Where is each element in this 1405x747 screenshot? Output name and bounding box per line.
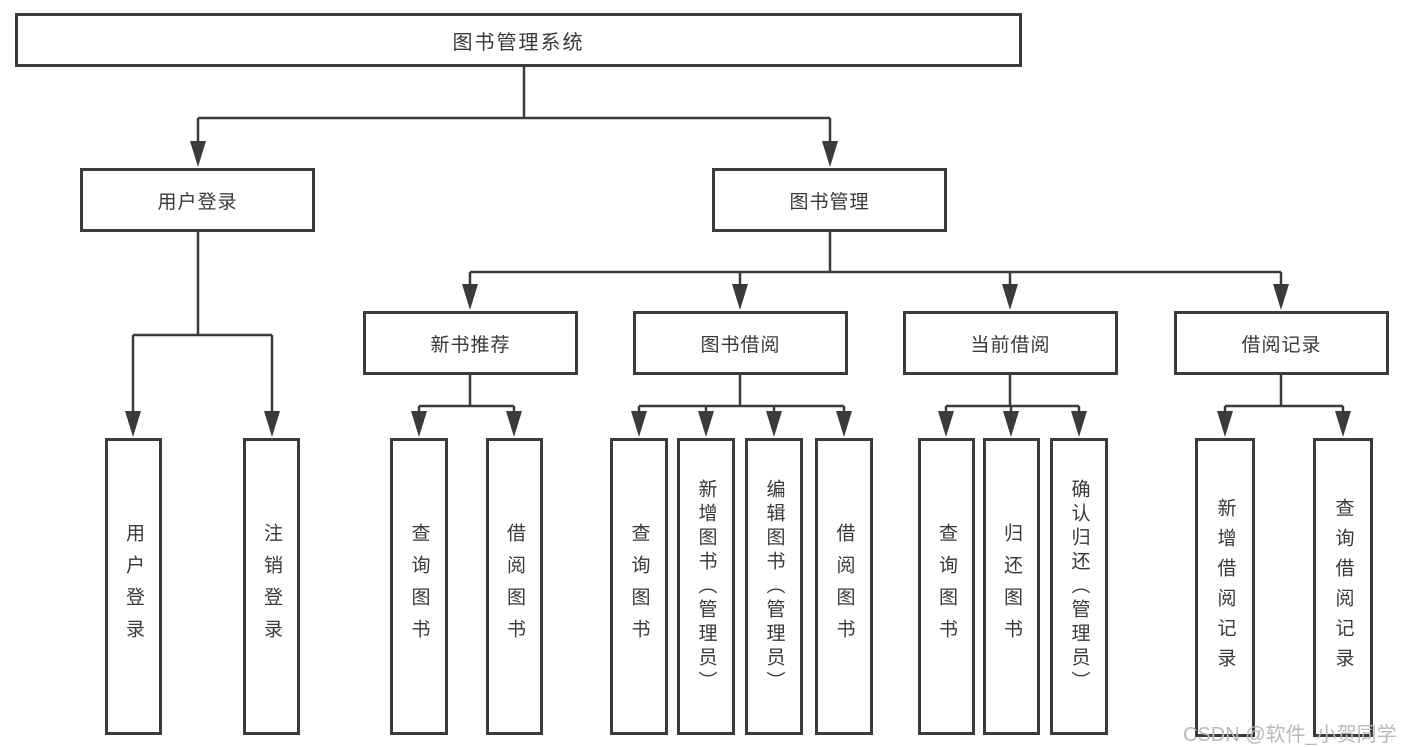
node-label: 图书借阅 [700, 334, 781, 356]
connector-user-login-to-leaves [131, 232, 274, 415]
node-user-login: 用户登录 [80, 168, 315, 232]
connector-borrowing-records-to-leaves [1223, 375, 1345, 415]
arrowhead-icon [766, 411, 782, 437]
leaf-logout: 注销登录 [243, 438, 300, 735]
leaf-label: 借阅图书 [833, 522, 855, 651]
arrowhead-icon [836, 411, 852, 437]
leaf-add-borrow-record: 新增借阅记录 [1195, 438, 1255, 737]
node-borrowing-records: 借阅记录 [1174, 311, 1389, 375]
node-label: 新书推荐 [430, 334, 511, 356]
connector-new-book-recommendation-to-leaves [417, 375, 516, 415]
leaf-add-books-admin: 新增图书（管理员） [677, 438, 735, 735]
arrowhead-icon [1071, 411, 1087, 437]
leaf-label: 确认归还（管理员） [1068, 478, 1090, 695]
leaf-user-login: 用户登录 [105, 438, 162, 735]
leaf-confirm-return-admin: 确认归还（管理员） [1050, 438, 1108, 735]
node-label: 当前借阅 [970, 334, 1051, 356]
leaf-label: 新增图书（管理员） [695, 478, 717, 695]
leaf-return-books: 归还图书 [983, 438, 1040, 735]
arrowhead-icon [1335, 411, 1351, 437]
leaf-label: 编辑图书（管理员） [763, 478, 785, 695]
node-new-book-recommendation: 新书推荐 [363, 311, 578, 375]
node-label: 用户登录 [157, 191, 238, 213]
leaf-borrow-books: 借阅图书 [815, 438, 873, 735]
watermark-text: CSDN @软件_小贺同学 [1183, 724, 1397, 746]
leaf-borrow-books-recommend: 借阅图书 [486, 438, 543, 735]
connector-book-management-to-level3 [468, 232, 1283, 288]
arrowhead-icon [190, 141, 206, 167]
leaf-label: 查询图书 [936, 522, 957, 651]
node-book-borrowing: 图书借阅 [633, 311, 848, 375]
leaf-label: 查询图书 [408, 522, 430, 651]
node-library-management-system: 图书管理系统 [15, 13, 1022, 67]
leaf-edit-books-admin: 编辑图书（管理员） [745, 438, 803, 735]
leaf-label: 借阅图书 [504, 522, 525, 651]
node-label: 图书管理系统 [452, 31, 585, 54]
leaf-query-books-current: 查询图书 [918, 438, 975, 735]
arrowhead-icon [1217, 411, 1233, 437]
arrowhead-icon [462, 284, 478, 310]
arrowhead-icon [631, 411, 647, 437]
arrowhead-icon [125, 411, 141, 437]
arrowhead-icon [1002, 284, 1018, 310]
arrowhead-icon [732, 284, 748, 310]
node-label: 图书管理 [789, 191, 870, 213]
connector-current-borrowing-to-leaves [944, 375, 1081, 415]
node-label: 借阅记录 [1241, 334, 1322, 356]
connector-root-to-level2 [196, 67, 832, 144]
leaf-label: 归还图书 [1001, 522, 1022, 651]
node-current-borrowing: 当前借阅 [903, 311, 1118, 375]
arrowhead-icon [264, 411, 280, 437]
arrowhead-icon [1273, 284, 1289, 310]
arrowhead-icon [411, 411, 427, 437]
leaf-query-borrow-record: 查询借阅记录 [1313, 438, 1373, 737]
arrowhead-icon [698, 411, 714, 437]
node-book-management: 图书管理 [712, 168, 947, 232]
leaf-label: 查询借阅记录 [1332, 497, 1354, 678]
leaf-label: 查询图书 [628, 522, 650, 651]
leaf-query-books-borrowing: 查询图书 [610, 438, 668, 735]
arrowhead-icon [1003, 411, 1019, 437]
connector-book-borrowing-to-leaves [637, 375, 846, 415]
leaf-label: 新增借阅记录 [1214, 497, 1236, 678]
leaf-label: 用户登录 [123, 522, 144, 651]
leaf-label: 注销登录 [261, 522, 282, 651]
leaf-query-books-recommend: 查询图书 [390, 438, 448, 735]
arrowhead-icon [822, 141, 838, 167]
arrowhead-icon [506, 411, 522, 437]
arrowhead-icon [938, 411, 954, 437]
